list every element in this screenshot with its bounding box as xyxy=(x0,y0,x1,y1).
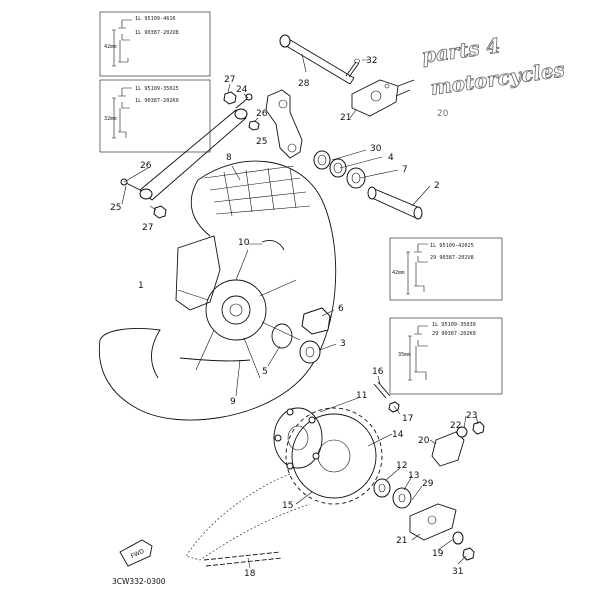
spec-box-4-line1: 1L 95109-35030 xyxy=(432,322,476,328)
spec-box-4-line2: 29 90387-202K0 xyxy=(432,331,476,337)
leader-lines xyxy=(121,53,479,569)
callout-7: 7 xyxy=(402,165,408,175)
callout-3: 3 xyxy=(340,339,346,349)
callout-31: 31 xyxy=(452,567,463,577)
callout-27-lower: 27 xyxy=(142,223,153,233)
spec-box-2: 1L 95109-35025 1L 90387-202K0 32mm xyxy=(99,79,211,153)
callout-25-top: 25 xyxy=(256,137,267,147)
callout-17: 17 xyxy=(402,414,413,424)
spec-box-2-line2: 1L 90387-202K0 xyxy=(135,98,179,104)
callout-14: 14 xyxy=(392,430,404,440)
callout-24: 24 xyxy=(236,85,248,95)
callout-10: 10 xyxy=(238,238,250,248)
cotter-pin xyxy=(345,58,360,78)
watermark-number: 20 xyxy=(437,109,449,119)
collar-12 xyxy=(373,478,391,498)
spec-box-3-dim: 42mm xyxy=(392,270,405,276)
callout-4: 4 xyxy=(388,153,394,163)
o-ring xyxy=(271,323,293,349)
callout-9: 9 xyxy=(230,397,236,407)
drive-chain xyxy=(185,473,311,567)
catalog-number: 3CW332-0300 xyxy=(112,577,166,586)
callout-20: 20 xyxy=(418,436,430,446)
rear-tire xyxy=(98,160,337,421)
chain-puller-lower xyxy=(409,503,457,541)
callout-19: 19 xyxy=(432,549,444,559)
spec-box-4-dim: 35mm xyxy=(398,352,411,358)
bolt-26 xyxy=(120,178,141,191)
callout-28: 28 xyxy=(298,79,310,89)
spec-box-3-line2: 29 90387-202U8 xyxy=(430,255,474,261)
callout-18: 18 xyxy=(244,569,256,579)
callout-1: 1 xyxy=(138,281,144,291)
callout-8: 8 xyxy=(226,153,232,163)
forward-arrow: FWD xyxy=(119,539,153,567)
axle-collar xyxy=(367,186,423,220)
bolt-24 xyxy=(235,93,253,109)
callout-30: 30 xyxy=(370,144,382,154)
bearing-13 xyxy=(392,487,412,509)
callout-26-left: 26 xyxy=(256,109,268,119)
callout-21-lower: 21 xyxy=(396,536,407,546)
callout-13: 13 xyxy=(408,471,419,481)
callout-26-mid: 26 xyxy=(140,161,152,171)
callout-11: 11 xyxy=(356,391,367,401)
rear-axle xyxy=(279,34,355,85)
spec-box-2-line1: 1L 95109-35025 xyxy=(135,86,179,92)
callout-16: 16 xyxy=(372,367,384,377)
callout-12: 12 xyxy=(396,461,407,471)
chain-adjuster xyxy=(431,431,465,467)
chain-puller-top xyxy=(351,79,415,117)
rear-wheel-hub xyxy=(175,235,301,379)
callout-25-lower: 25 xyxy=(110,203,121,213)
rim-band xyxy=(261,239,285,251)
callout-32: 32 xyxy=(366,56,377,66)
spec-box-3: 1L 95109-42025 29 90387-202U8 42mm xyxy=(389,237,503,301)
washer-22 xyxy=(456,426,468,438)
callout-27-top: 27 xyxy=(224,75,235,85)
callout-6: 6 xyxy=(338,304,344,314)
spec-box-1-line1: 1L 95109-4616 xyxy=(135,16,176,22)
callout-23: 23 xyxy=(466,411,477,421)
nut-25-top xyxy=(248,120,260,131)
callout-22: 22 xyxy=(450,421,461,431)
callout-15: 15 xyxy=(282,501,293,511)
watermark-line1: parts 4 xyxy=(420,33,501,68)
brake-caliper-bracket xyxy=(265,89,303,159)
spec-box-4: 1L 95109-35030 29 90387-202K0 35mm xyxy=(389,317,503,395)
nut-27-top xyxy=(223,91,237,105)
watermark-logo: parts 4 motorcycles 20 xyxy=(420,33,567,119)
callout-21-top: 21 xyxy=(340,113,351,123)
forward-arrow-label: FWD xyxy=(130,548,146,560)
rear-sprocket xyxy=(285,407,383,505)
nut-27-lower xyxy=(153,205,167,219)
spec-box-1: 1L 95109-4616 1L 90387-202U8 42mm xyxy=(99,11,211,77)
hub-damper xyxy=(301,307,331,335)
callout-5: 5 xyxy=(262,367,268,377)
callout-29: 29 xyxy=(422,479,434,489)
bearing-stack xyxy=(313,150,366,189)
washer-19 xyxy=(452,531,464,545)
callout-2: 2 xyxy=(434,181,440,191)
nut-31 xyxy=(462,547,475,561)
spec-box-1-line2: 1L 90387-202U8 xyxy=(135,30,179,36)
bearing-3 xyxy=(299,340,321,364)
callout-numbers: 32 28 27 24 26 25 21 30 4 7 2 8 26 25 27… xyxy=(110,56,477,579)
spec-box-1-dim: 42mm xyxy=(104,44,117,50)
spec-box-3-line1: 1L 95109-42025 xyxy=(430,243,474,249)
spec-box-2-dim: 32mm xyxy=(104,116,117,122)
sprocket-hub xyxy=(273,407,323,470)
nut-23 xyxy=(472,421,485,435)
stud-bolt-16 xyxy=(373,381,391,399)
torque-arm xyxy=(139,108,248,201)
